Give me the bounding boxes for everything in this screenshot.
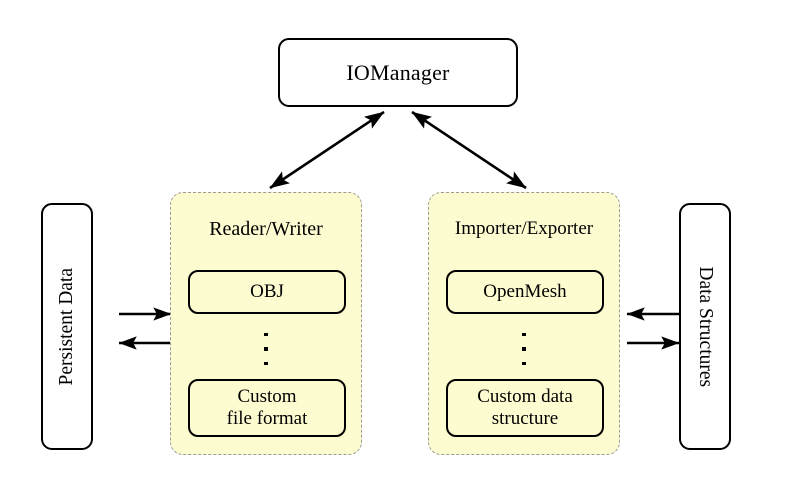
ellipsis-dot — [264, 361, 268, 365]
item-custom-data-structure-line2: structure — [491, 408, 559, 429]
ellipsis-reader-writer — [171, 329, 361, 369]
node-data-structures[interactable]: Data Structures — [679, 203, 731, 450]
node-iomanager-label: IOManager — [346, 59, 450, 85]
connector-manager-reader-writer — [269, 110, 385, 190]
node-data-structures-label: Data Structures — [694, 266, 716, 387]
item-openmesh-label: OpenMesh — [483, 280, 567, 302]
item-custom-data-structure-label: Custom data structure — [477, 386, 573, 430]
group-importer-exporter-title: Importer/Exporter — [454, 218, 594, 239]
item-custom-file-format-line1: Custom — [237, 385, 297, 407]
item-obj-label: OBJ — [250, 280, 284, 302]
group-reader-writer-title: Reader/Writer — [209, 218, 323, 240]
item-obj[interactable]: OBJ — [188, 270, 346, 314]
item-openmesh[interactable]: OpenMesh — [446, 270, 604, 314]
node-iomanager[interactable]: IOManager — [278, 38, 518, 107]
item-custom-file-format[interactable]: Custom file format — [188, 379, 346, 437]
item-custom-data-structure[interactable]: Custom data structure — [446, 379, 604, 437]
ellipsis-dot — [264, 333, 268, 337]
item-custom-file-format-label: Custom file format — [227, 386, 308, 430]
item-custom-file-format-line2: file format — [226, 408, 308, 429]
ellipsis-importer-exporter — [429, 329, 619, 369]
ellipsis-dot — [522, 361, 526, 365]
node-persistent-data-label: Persistent Data — [56, 267, 78, 386]
group-importer-exporter[interactable]: Importer/Exporter OpenMesh Custom data s… — [428, 192, 620, 455]
connector-manager-importer-exporter — [411, 110, 527, 190]
item-custom-data-structure-line1: Custom data — [477, 385, 573, 407]
group-reader-writer[interactable]: Reader/Writer OBJ Custom file format — [170, 192, 362, 455]
ellipsis-dot — [522, 347, 526, 351]
ellipsis-dot — [522, 333, 526, 337]
ellipsis-dot — [264, 347, 268, 351]
node-persistent-data[interactable]: Persistent Data — [41, 203, 93, 450]
